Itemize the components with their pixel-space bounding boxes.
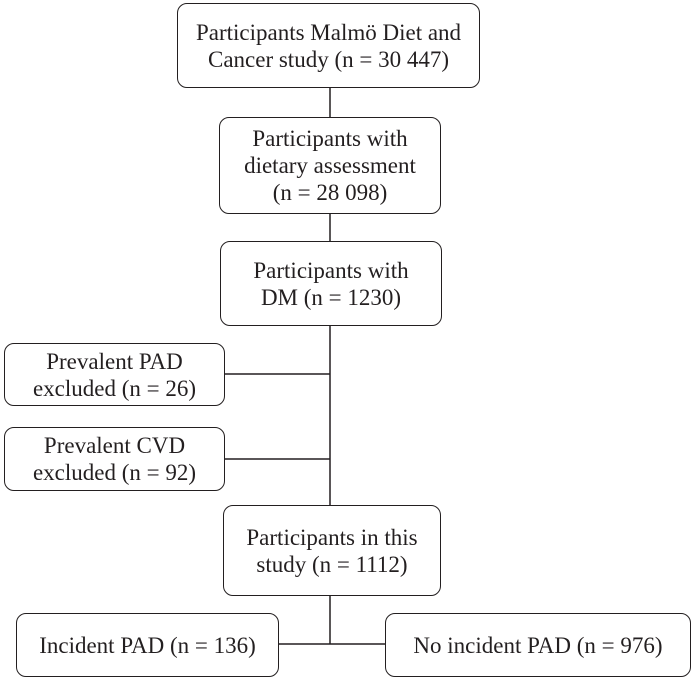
box-text-line: Prevalent CVD [43, 433, 186, 458]
box-incident-pad: Incident PAD (n = 136) [16, 613, 279, 677]
box-text-line: excluded (n = 26) [32, 375, 197, 401]
box-study-participants-text: Participants in this study (n = 1112) [246, 524, 417, 578]
box-prevalent-pad-excluded: Prevalent PAD excluded (n = 26) [4, 343, 225, 406]
box-text-line: Cancer study (n = 30 447) [207, 46, 449, 72]
box-text-line: Prevalent PAD [46, 348, 183, 374]
box-text-line: excluded (n = 92) [32, 460, 197, 485]
box-prevalent-cvd-excluded-text: Prevalent CVD excluded (n = 92) [33, 432, 196, 486]
box-text-line: Participants in this [246, 524, 418, 550]
box-text-line: No incident PAD (n = 976) [413, 632, 663, 658]
box-text-line: (n = 28 098) [272, 180, 388, 205]
box-dietary-assessment-text: Participants with dietary assessment (n … [244, 125, 416, 206]
box-incident-pad-text: Incident PAD (n = 136) [39, 632, 256, 659]
box-text-line: study (n = 1112) [256, 551, 408, 577]
box-prevalent-cvd-excluded: Prevalent CVD excluded (n = 92) [4, 427, 225, 491]
box-no-incident-pad-text: No incident PAD (n = 976) [413, 632, 662, 659]
box-text-line: Participants with [253, 257, 409, 283]
box-text-line: Participants with [252, 126, 408, 151]
box-participants-mdc: Participants Malmö Diet and Cancer study… [177, 3, 480, 88]
box-with-dm-text: Participants with DM (n = 1230) [253, 257, 408, 311]
box-text-line: Participants Malmö Diet and [195, 19, 462, 45]
box-study-participants: Participants in this study (n = 1112) [223, 505, 441, 596]
box-text-line: dietary assessment [244, 153, 416, 178]
box-dietary-assessment: Participants with dietary assessment (n … [219, 117, 441, 214]
box-with-dm: Participants with DM (n = 1230) [220, 241, 442, 326]
box-no-incident-pad: No incident PAD (n = 976) [385, 613, 691, 677]
box-text-line: Incident PAD (n = 136) [39, 632, 256, 658]
box-participants-mdc-text: Participants Malmö Diet and Cancer study… [196, 19, 461, 73]
box-prevalent-pad-excluded-text: Prevalent PAD excluded (n = 26) [33, 348, 196, 402]
box-text-line: DM (n = 1230) [260, 284, 402, 310]
